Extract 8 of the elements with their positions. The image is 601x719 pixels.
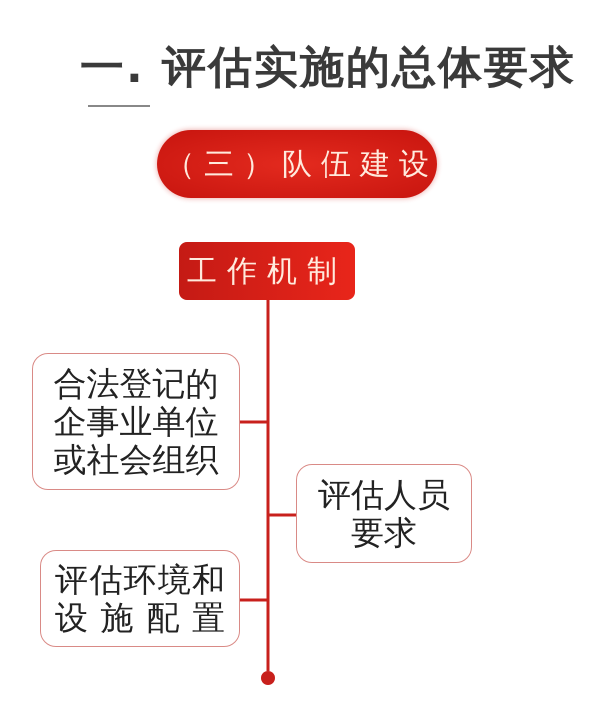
- text-box: 合法登记的企事业单位或社会组织: [32, 353, 240, 490]
- heading-box: 工作机制: [179, 242, 355, 300]
- connector-line: [266, 300, 270, 671]
- text-box: 评估人员要求: [296, 464, 472, 563]
- text-box: 评估环境和设施配置: [40, 550, 240, 647]
- title: 一. 评估实施的总体要求: [80, 41, 576, 95]
- end-dot: [261, 671, 275, 685]
- section-pill: （三）队伍建设: [157, 130, 437, 198]
